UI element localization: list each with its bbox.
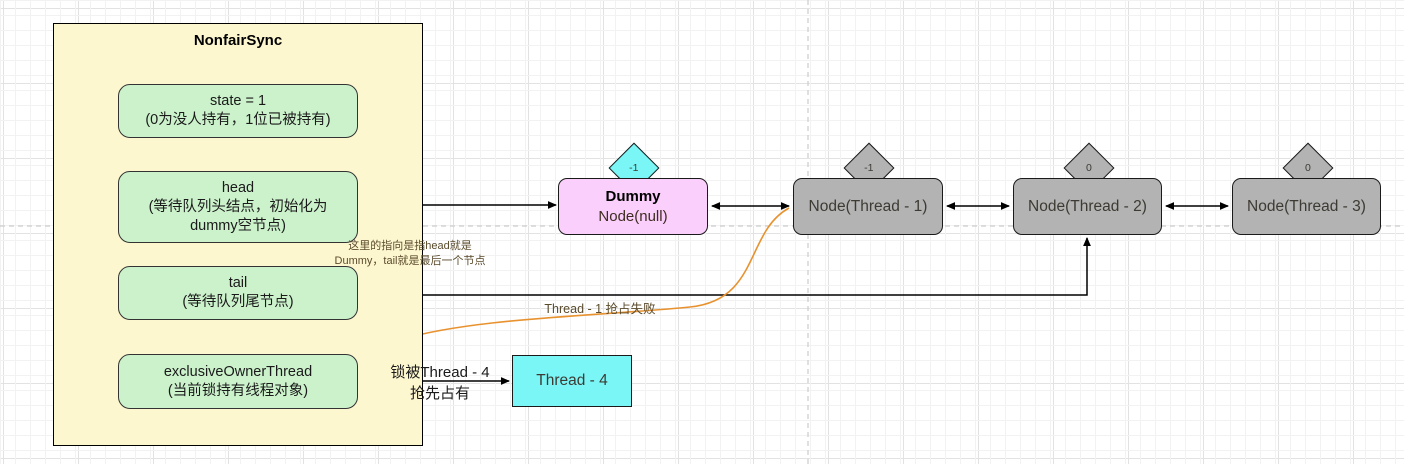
lock-taken-label: 锁被Thread - 4 抢先占有 [374, 362, 506, 404]
field-owner-line1: exclusiveOwnerThread [163, 363, 313, 380]
field-state-line1: state = 1 [209, 93, 267, 109]
field-tail-line1: tail [228, 275, 248, 291]
field-head-line2: (等待队列头结点，初始化为 [148, 198, 328, 215]
node1-waitstatus-value: -1 [864, 162, 874, 174]
queue-node-thread-1[interactable]: Node(Thread - 1) [793, 178, 943, 235]
dummy-node-subtitle: Node(null) [598, 207, 668, 225]
dummy-node[interactable]: Dummy Node(null) [558, 178, 708, 235]
field-head-line3: dummy空节点) [190, 217, 286, 234]
field-tail-line2: (等待队列尾节点) [182, 294, 294, 310]
preempt-fail-label: Thread - 1 抢占失败 [544, 302, 656, 316]
field-owner-line2: (当前锁持有线程对象) [167, 382, 309, 399]
field-head-line1: head [221, 179, 255, 196]
head-tail-note: 这里的指向是指head就是 Dummy，tail就是最后一个节点 [300, 239, 520, 269]
tail-to-node2-arrow [358, 237, 1091, 296]
queue-node-thread-3[interactable]: Node(Thread - 3) [1232, 178, 1381, 235]
node3-waitstatus-value: 0 [1305, 162, 1311, 174]
lock-taken-line2: 抢先占有 [409, 385, 470, 402]
node2-waitstatus-value: 0 [1086, 162, 1092, 174]
lock-taken-line1: 锁被Thread - 4 [390, 364, 490, 381]
field-tail-box[interactable]: tail (等待队列尾节点) [118, 266, 358, 320]
queue-node-thread-2[interactable]: Node(Thread - 2) [1013, 178, 1162, 235]
field-state-line2: (0为没人持有，1位已被持有) [145, 112, 331, 128]
dummy-node-title: Dummy [605, 187, 661, 205]
field-head-box[interactable]: head (等待队列头结点，初始化为 dummy空节点) [118, 171, 358, 243]
field-exclusive-owner-thread-box[interactable]: exclusiveOwnerThread (当前锁持有线程对象) [118, 354, 358, 409]
dummy-waitstatus-value: -1 [629, 162, 639, 174]
field-state-box[interactable]: state = 1 (0为没人持有，1位已被持有) [118, 84, 358, 138]
head-tail-note-line1: 这里的指向是指head就是 [348, 240, 472, 252]
head-tail-note-line2: Dummy，tail就是最后一个节点 [334, 255, 486, 267]
owner-thread-4-box[interactable]: Thread - 4 [512, 355, 632, 407]
nonfairsync-title: NonfairSync [193, 31, 283, 49]
